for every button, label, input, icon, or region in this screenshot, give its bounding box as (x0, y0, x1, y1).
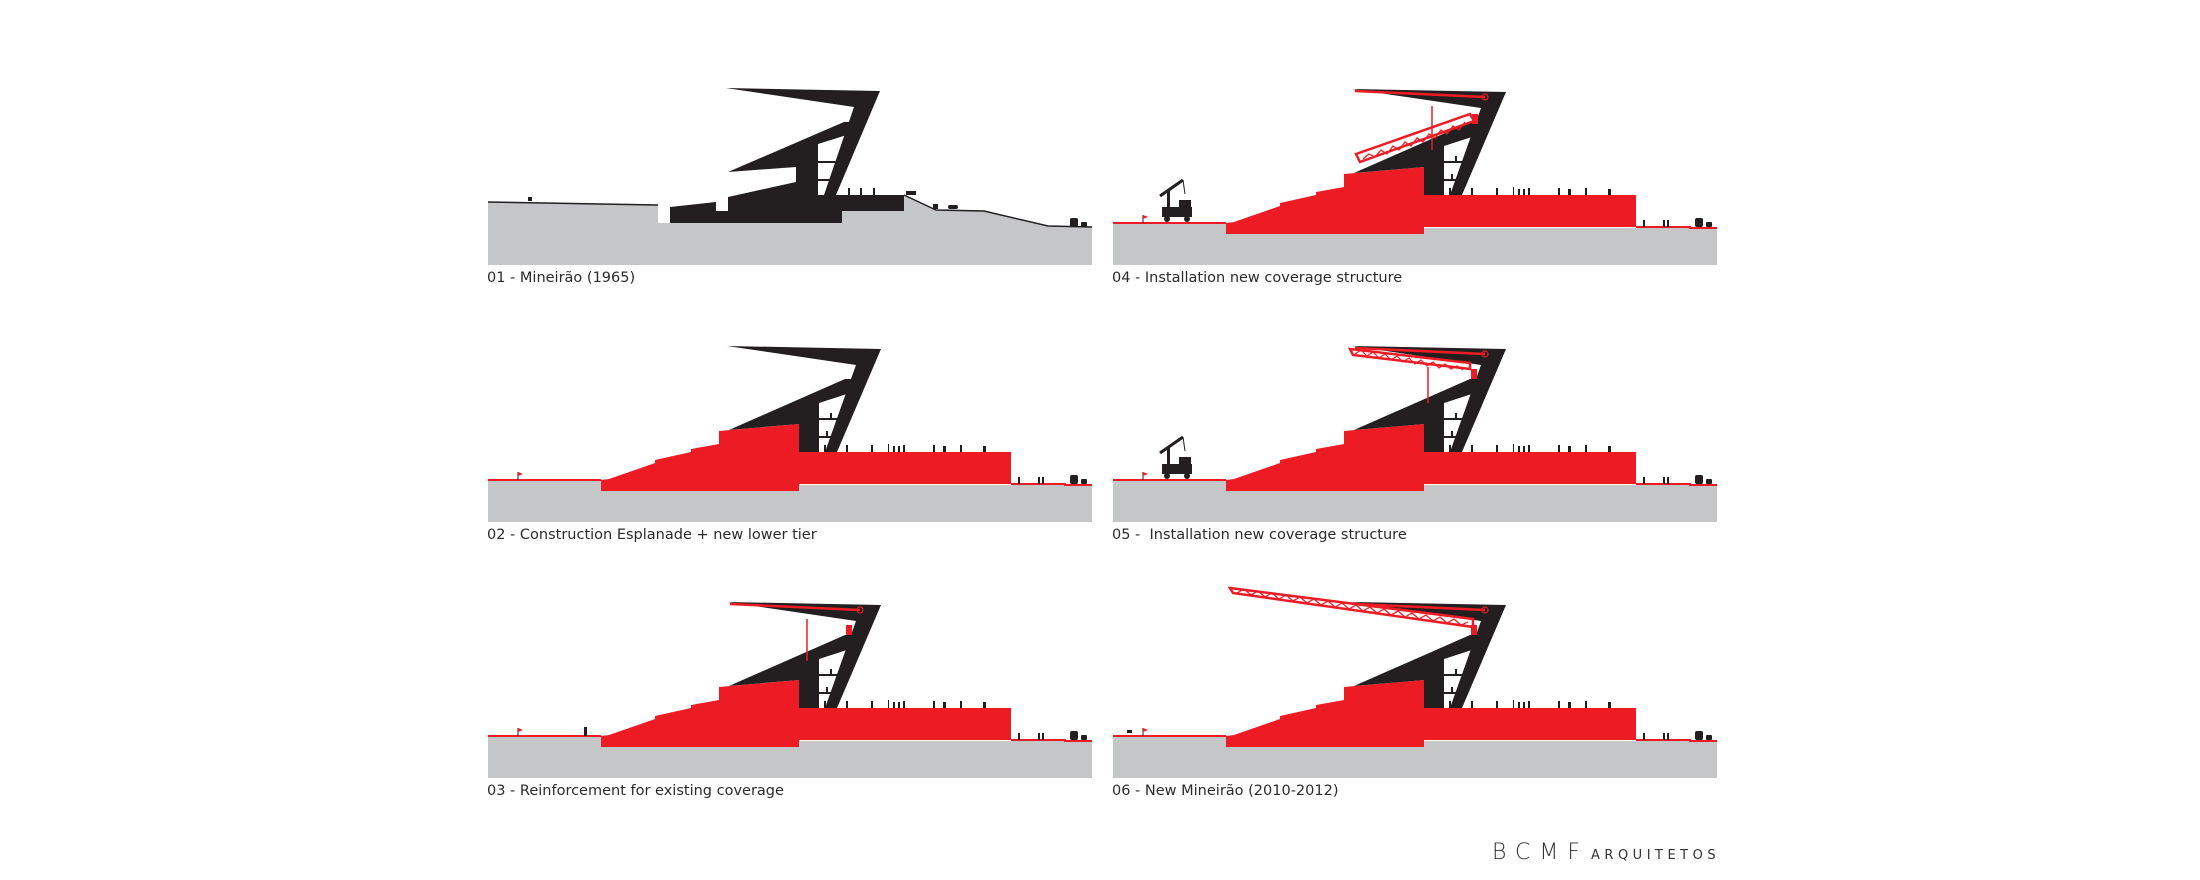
bcmf-logo: BCMF ARQUITETOS (1492, 840, 1720, 865)
crane-truck-icon (1158, 178, 1194, 224)
diagram-panel-02: 02 - Construction Esplanade + new lower … (487, 341, 1098, 551)
diagram-panel-06: 06 - New Mineirão (2010-2012) (1112, 586, 1723, 807)
section-drawing-original (487, 88, 1093, 265)
diagram-panel-05: 05 - Installation new coverage structure (1112, 341, 1723, 551)
crane-truck-icon (1158, 435, 1194, 481)
panel-caption: 06 - New Mineirão (2010-2012) (1112, 783, 1339, 799)
panel-caption: 03 - Reinforcement for existing coverage (487, 783, 784, 799)
section-drawing-truss-lift (1112, 88, 1718, 266)
panel-caption: 02 - Construction Esplanade + new lower … (487, 527, 817, 543)
panel-caption: 04 - Installation new coverage structure (1112, 270, 1403, 286)
section-drawing-truss-roof (1112, 345, 1718, 523)
panel-caption: 01 - Mineirão (1965) (487, 270, 636, 286)
diagram-panel-04: 04 - Installation new coverage structure (1112, 84, 1723, 294)
section-drawing-reinforcement (487, 601, 1093, 779)
section-drawing-lower-tier (487, 345, 1093, 523)
diagram-panel-01: 01 - Mineirão (1965) (487, 84, 1098, 294)
panel-caption: 05 - Installation new coverage structure (1112, 527, 1407, 543)
diagram-panel-03: 03 - Reinforcement for existing coverage (487, 597, 1098, 807)
logo-brand: BCMF (1492, 840, 1590, 865)
logo-suffix: ARQUITETOS (1591, 848, 1721, 863)
section-drawing-final (1112, 586, 1718, 779)
